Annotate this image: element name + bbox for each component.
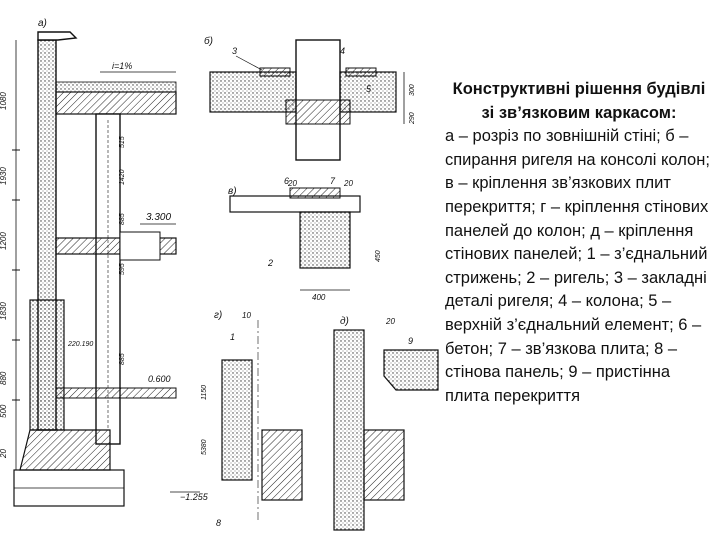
panel-g-letter: г) — [214, 310, 222, 321]
wall-panel-lower — [29, 299, 65, 431]
wall-panel-g — [221, 359, 253, 481]
dim-left-6: 500 — [0, 404, 8, 418]
beam-left — [209, 71, 297, 113]
foundation — [19, 429, 111, 471]
panel-v-letter: в) — [228, 186, 237, 197]
dim-b-2: 290 — [409, 112, 416, 125]
panel-v-slab-fastening: в) 20 20 400 450 6 7 2 — [228, 176, 382, 302]
construction-drawing: а) i=1% 3.300 0.600 −1.255 1080 — [0, 18, 439, 531]
panel-d-letter: д) — [340, 316, 349, 327]
dim-inner-4: 595 — [119, 263, 126, 275]
callout-3: 3 — [232, 46, 237, 56]
wall-slab-d — [383, 349, 439, 391]
roof-slab — [55, 91, 177, 115]
dim-inner-3: 885 — [119, 213, 126, 225]
callout-5: 5 — [366, 84, 372, 94]
level-label-2: 0.600 — [148, 374, 171, 384]
parapet-cap — [37, 31, 78, 41]
level-label-1: 3.300 — [146, 212, 171, 223]
dim-left-1: 1080 — [0, 92, 8, 110]
wall-panel-d — [333, 329, 365, 531]
dim-g-1: 1150 — [201, 385, 208, 400]
callout-2: 2 — [267, 258, 273, 268]
dim-left-7: 20 — [0, 449, 8, 459]
column-g — [261, 429, 303, 501]
dim-left-5: 880 — [0, 371, 8, 385]
panel-g-panel-to-column: г) 1150 5380 10 1 8 — [201, 310, 303, 528]
caption-title: Конструктивні рішення будівлі зі зв’язко… — [452, 80, 706, 122]
dim-left-4: 1830 — [0, 302, 8, 320]
callout-8: 8 — [216, 518, 221, 528]
beam-v — [299, 211, 351, 269]
dim-g-2: 5380 — [201, 439, 208, 455]
dim-left-2: 1930 — [0, 167, 8, 185]
dim-inner-6: 220.190 — [67, 341, 93, 348]
callout-6: 6 — [284, 176, 289, 186]
figure-caption: Конструктивні рішення будівлі зі зв’язко… — [445, 78, 713, 408]
caption-body: а – розріз по зовнішній стіні; б – спира… — [445, 127, 710, 405]
level-label-3: −1.255 — [180, 492, 209, 502]
console-b — [285, 99, 351, 125]
slope-label: i=1% — [112, 61, 132, 71]
callout-7: 7 — [330, 176, 336, 186]
panel-b-beam-support: б) 300 290 3 4 5 — [204, 35, 416, 161]
dim-v-2: 20 — [343, 179, 353, 188]
embedded-plate-right — [345, 67, 377, 77]
callout-9: 9 — [408, 336, 413, 346]
roof-insulation — [55, 81, 177, 93]
embedded-plate-left — [259, 67, 291, 77]
callout-1: 1 — [230, 332, 235, 342]
dim-v-1: 20 — [287, 179, 297, 188]
ground-slab — [55, 387, 177, 399]
floor-beam — [119, 231, 161, 261]
dim-inner-5: 885 — [119, 353, 126, 365]
dim-b-1: 300 — [409, 84, 416, 96]
dim-inner-1: 515 — [119, 136, 126, 148]
dim-v-3: 400 — [312, 293, 326, 302]
dim-left-3: 1200 — [0, 232, 8, 250]
callout-4: 4 — [340, 46, 345, 56]
tie-plate — [289, 187, 341, 199]
dim-g-3: 10 — [242, 311, 251, 320]
panel-b-letter: б) — [204, 35, 213, 47]
panel-a-letter: а) — [38, 18, 47, 29]
column-d — [363, 429, 405, 501]
dim-d-1: 20 — [385, 317, 395, 326]
dim-inner-2: 1420 — [119, 169, 126, 185]
dim-v-4: 450 — [375, 250, 382, 262]
panel-d-panel-fastening: д) 20 9 — [333, 316, 439, 531]
panel-a-section: а) i=1% 3.300 0.600 −1.255 1080 — [0, 18, 209, 507]
